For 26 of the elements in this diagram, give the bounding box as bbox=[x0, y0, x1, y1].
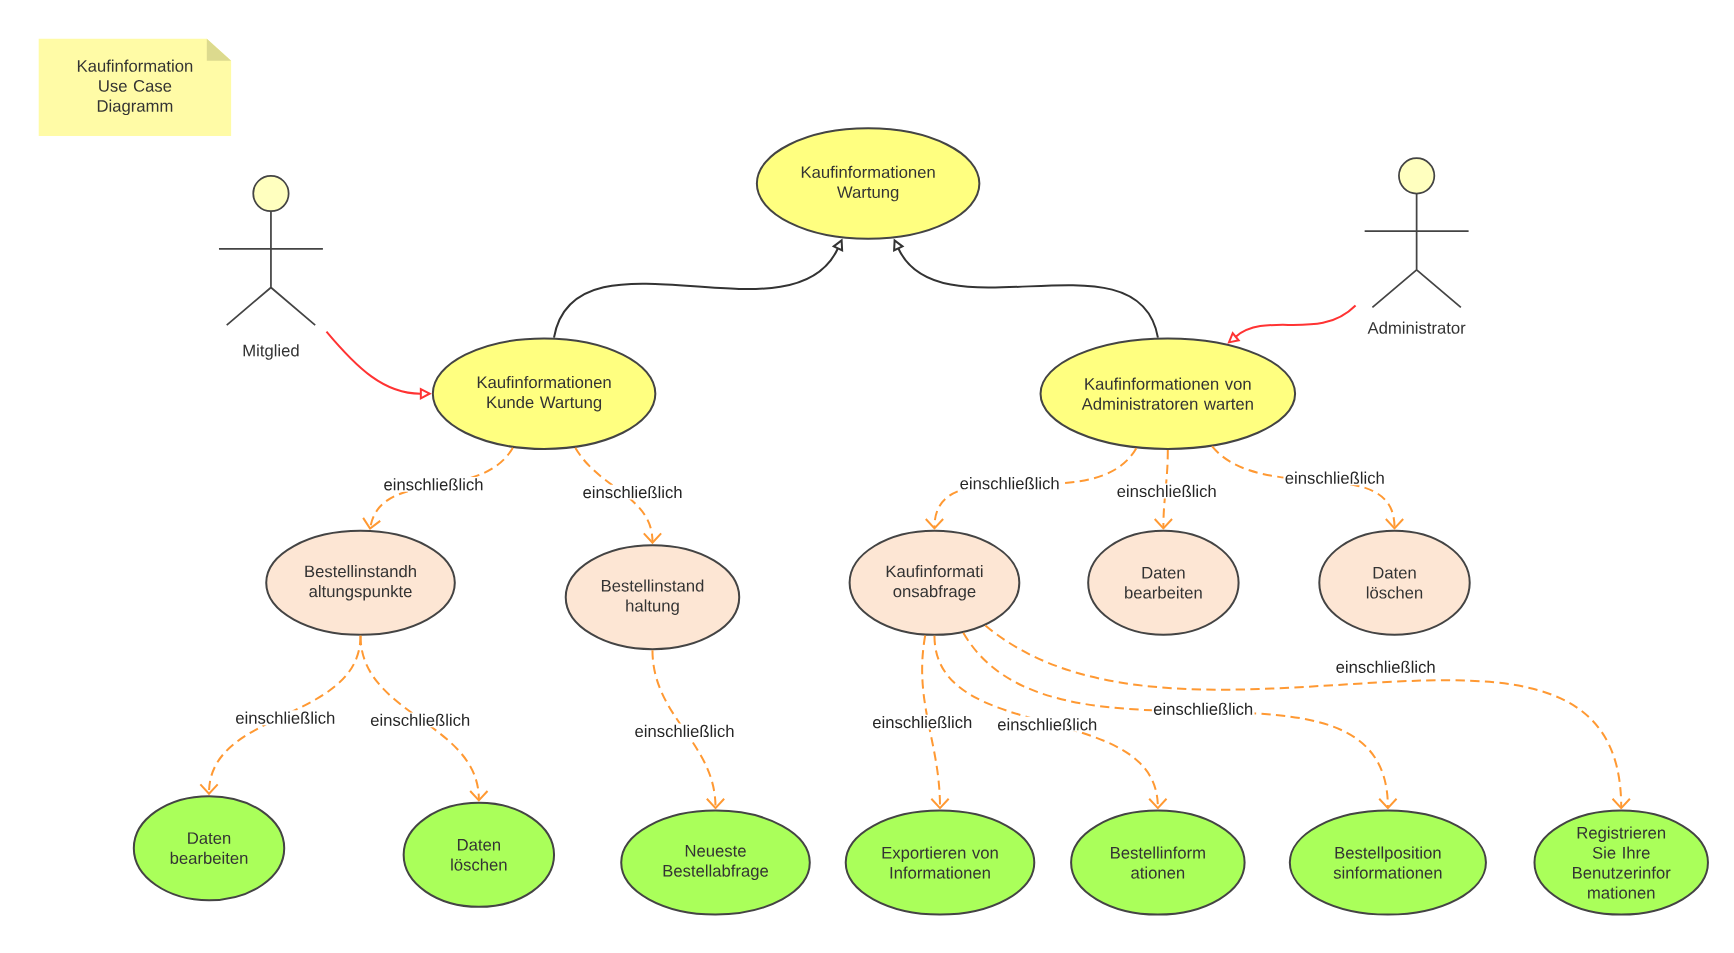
edge-label: einschließlich bbox=[368, 712, 472, 728]
edge-label: einschließlich bbox=[1283, 470, 1387, 486]
sticky-note: Kaufinformation Use Case Diagramm bbox=[38, 38, 232, 136]
edge-label: einschließlich bbox=[233, 710, 337, 726]
edge-label: einschließlich bbox=[1334, 659, 1437, 675]
edge-label: einschließlich bbox=[870, 714, 974, 730]
node-label: Mitglied bbox=[243, 344, 299, 360]
edge-label: einschließlich bbox=[1151, 701, 1255, 717]
arrow bbox=[921, 634, 950, 810]
arrow bbox=[359, 634, 489, 802]
arrow bbox=[1227, 304, 1357, 344]
edge-label: einschließlich bbox=[382, 476, 485, 492]
actor-figure: Administrator bbox=[1363, 157, 1470, 334]
node-label: Administrator bbox=[1367, 321, 1466, 334]
edge-label: einschließlich bbox=[633, 723, 736, 739]
arrow bbox=[1153, 448, 1174, 530]
arrow bbox=[651, 649, 726, 810]
arrow bbox=[984, 624, 1631, 810]
edge-label: einschließlich bbox=[1115, 483, 1219, 499]
edge-label: einschließlich bbox=[995, 716, 1099, 732]
arrow bbox=[199, 634, 362, 796]
edge-label: einschließlich bbox=[958, 475, 1061, 491]
actor-figure: Mitglied bbox=[218, 174, 324, 360]
edge-label: einschließlich bbox=[581, 484, 684, 500]
arrow bbox=[933, 634, 1168, 810]
arrow bbox=[574, 446, 663, 545]
